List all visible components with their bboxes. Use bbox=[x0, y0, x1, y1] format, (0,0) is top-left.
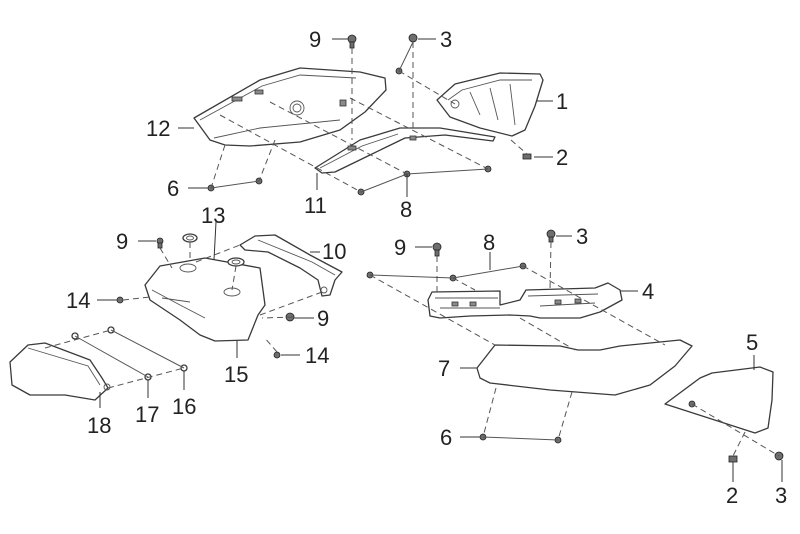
callout-8: 8 bbox=[400, 197, 412, 222]
callout-3: 3 bbox=[576, 224, 588, 249]
part-4-rail-bracket bbox=[427, 282, 623, 319]
fastener-9-right-group bbox=[432, 242, 442, 257]
part-15-headlight-cover bbox=[144, 257, 266, 342]
callout-9: 9 bbox=[394, 235, 406, 260]
fastener-3-top bbox=[408, 33, 418, 43]
callout-15: 15 bbox=[224, 362, 248, 387]
part-13-grommet-a bbox=[182, 233, 198, 243]
callout-1: 1 bbox=[556, 89, 568, 114]
fastener-9-top bbox=[347, 34, 357, 49]
part-12-seat-cowl bbox=[193, 67, 387, 147]
part-7-lower-panel bbox=[476, 339, 693, 396]
callout-2: 2 bbox=[556, 145, 568, 170]
callout-11: 11 bbox=[304, 193, 327, 218]
fastener-2-bottom bbox=[728, 455, 738, 463]
callout-17: 17 bbox=[135, 402, 159, 427]
part-13-grommet-b bbox=[227, 257, 245, 267]
part-5-side-cover bbox=[664, 366, 774, 434]
callout-14: 14 bbox=[66, 288, 90, 313]
callout-9: 9 bbox=[309, 27, 321, 52]
callout-7: 7 bbox=[438, 356, 450, 381]
callout-12: 12 bbox=[146, 116, 170, 141]
callout-2: 2 bbox=[726, 483, 738, 508]
callout-9: 9 bbox=[116, 229, 128, 254]
part-18-headlight bbox=[9, 342, 111, 401]
callout-18: 18 bbox=[87, 413, 111, 438]
callout-8: 8 bbox=[483, 230, 495, 255]
fastener-2-top bbox=[522, 153, 532, 160]
fastener-9-mid bbox=[156, 237, 164, 249]
callout-6: 6 bbox=[440, 425, 452, 450]
callout-9: 9 bbox=[317, 306, 329, 331]
callout-13: 13 bbox=[201, 203, 225, 228]
callout-6: 6 bbox=[167, 176, 179, 201]
part-10-bracket bbox=[239, 234, 343, 297]
part-1-side-panel bbox=[436, 72, 544, 137]
callout-3: 3 bbox=[440, 27, 452, 52]
fastener-3-right-group bbox=[546, 229, 556, 243]
callout-5: 5 bbox=[746, 330, 758, 355]
fastener-14-right bbox=[273, 351, 281, 359]
callout-3: 3 bbox=[775, 483, 787, 508]
callout-4: 4 bbox=[642, 279, 654, 304]
fastener-14-left bbox=[116, 296, 124, 304]
callout-16: 16 bbox=[172, 394, 196, 419]
callout-14: 14 bbox=[305, 343, 329, 368]
callout-10: 10 bbox=[322, 239, 346, 264]
part-11-rail bbox=[314, 127, 496, 174]
